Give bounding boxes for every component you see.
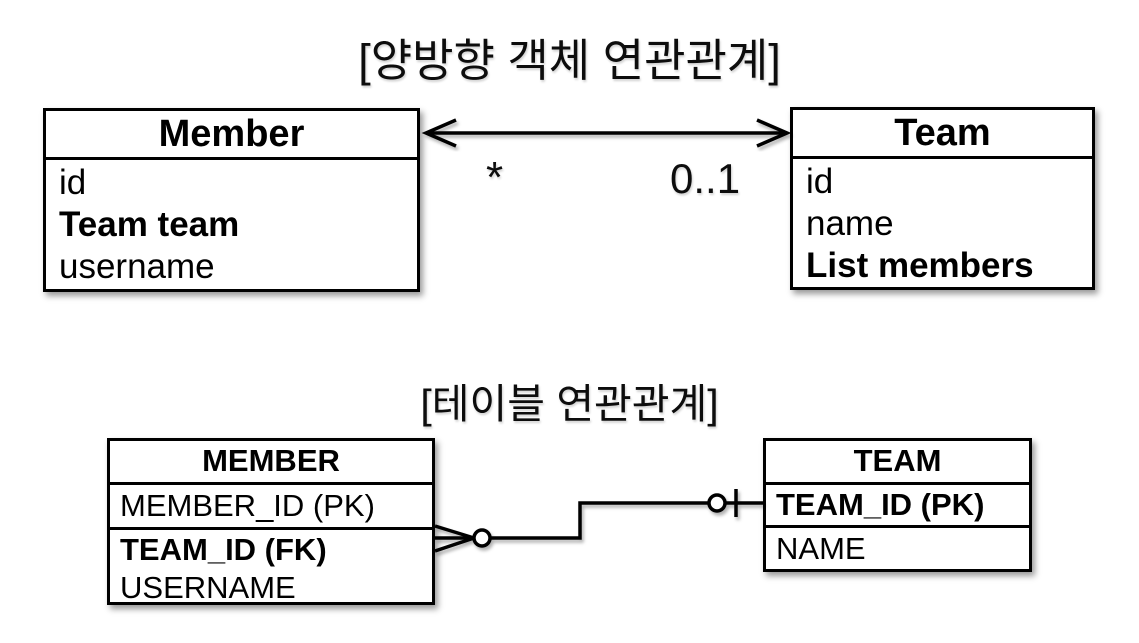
object-diagram-title: [양방향 객체 연관관계] [358, 35, 781, 86]
member-table-box: MEMBER MEMBER_ID (PK) TEAM_ID (FK) USERN… [107, 438, 435, 605]
team-field-id: id [806, 162, 834, 201]
optional-circle-team-side [707, 493, 727, 513]
optional-circle-member-side [472, 528, 492, 548]
team-field-members: List members [806, 246, 1034, 285]
team-class-fields: id name List members [793, 159, 1092, 287]
member-class-box: Member id Team team username [43, 108, 420, 292]
fk-relationship-line [434, 489, 763, 553]
team-column-name: NAME [776, 531, 866, 566]
member-class-fields: id Team team username [46, 160, 417, 288]
member-column-username: USERNAME [120, 570, 296, 605]
member-column-member-id: MEMBER_ID (PK) [110, 485, 432, 530]
member-field-team: Team team [59, 205, 240, 244]
member-field-username: username [59, 247, 215, 286]
team-column-team-id: TEAM_ID (PK) [766, 485, 1029, 528]
member-table-name: MEMBER [110, 441, 432, 485]
member-column-team-id: TEAM_ID (FK) [120, 532, 327, 567]
multiplicity-team-side: 0..1 [670, 155, 741, 202]
arrowhead-left [421, 118, 457, 148]
crowsfoot-prong-top [434, 524, 475, 540]
team-table-box: TEAM TEAM_ID (PK) NAME [763, 438, 1032, 572]
member-class-name: Member [46, 111, 417, 160]
arrowhead-right [756, 118, 792, 148]
bidirectional-arrow [421, 118, 792, 148]
member-table-fk-compartment: TEAM_ID (FK) USERNAME [110, 530, 432, 607]
crowsfoot-prong-bottom [434, 536, 475, 553]
team-class-name: Team [793, 110, 1092, 159]
connector-elbow [490, 501, 708, 540]
member-field-id: id [59, 163, 87, 202]
team-field-name: name [806, 204, 894, 243]
table-diagram-title: [테이블 연관관계] [420, 381, 719, 427]
team-table-name: TEAM [766, 441, 1029, 485]
team-class-box: Team id name List members [790, 107, 1095, 290]
multiplicity-member-side: * [486, 153, 504, 202]
